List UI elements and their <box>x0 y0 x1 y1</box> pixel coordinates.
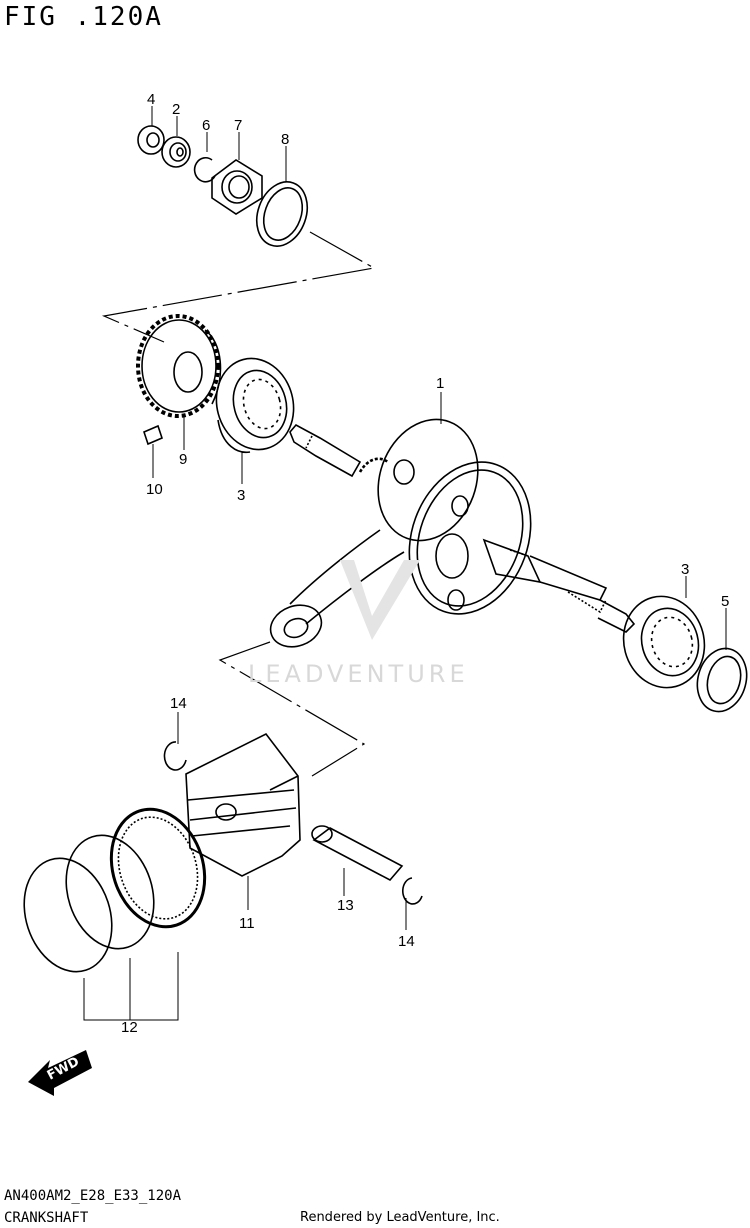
callout-4: 4 <box>147 91 155 108</box>
callout-3-left: 3 <box>237 487 245 504</box>
callout-2: 2 <box>172 101 180 118</box>
figure-title: FIG .120A <box>4 2 163 32</box>
callout-9: 9 <box>179 451 187 468</box>
callout-11: 11 <box>239 915 255 932</box>
callout-14-top: 14 <box>170 695 187 712</box>
part-oil-seal-5[interactable] <box>691 643 750 717</box>
model-code: AN400AM2_E28_E33_120A <box>4 1188 182 1204</box>
alignment-line-lower <box>218 641 366 777</box>
callout-13: 13 <box>337 897 354 914</box>
callout-12: 12 <box>121 1019 138 1036</box>
part-piston-ring-set-12[interactable] <box>10 797 219 983</box>
part-key-10[interactable] <box>143 424 163 446</box>
part-piston-pin-13[interactable] <box>311 825 404 882</box>
part-circlip-14-top[interactable] <box>163 741 187 771</box>
part-circlip-6[interactable] <box>193 157 216 183</box>
part-crankshaft-1[interactable] <box>265 405 636 653</box>
callout-6: 6 <box>202 117 210 134</box>
leader-lines <box>83 106 727 1021</box>
part-bearing-2[interactable] <box>161 136 191 168</box>
render-credit: Rendered by LeadVenture, Inc. <box>300 1210 500 1225</box>
part-circlip-14-bottom[interactable] <box>402 877 423 905</box>
alignment-line-upper <box>101 231 376 343</box>
callout-5: 5 <box>721 593 729 610</box>
callout-7: 7 <box>234 117 242 134</box>
leadventure-watermark: LEADVENTURE <box>248 560 469 688</box>
part-bearing-3-left[interactable] <box>206 350 303 459</box>
callout-labels: 1 2 3 3 4 5 6 7 8 9 10 11 12 13 14 14 <box>121 91 729 1036</box>
section-name: CRANKSHAFT <box>4 1210 89 1226</box>
part-bearing-3-right[interactable] <box>613 587 714 697</box>
part-gear-9[interactable] <box>136 314 222 418</box>
part-piston-11[interactable] <box>185 732 301 877</box>
watermark-text: LEADVENTURE <box>248 660 469 688</box>
part-nut-7[interactable] <box>211 159 263 215</box>
callout-3-right: 3 <box>681 561 689 578</box>
callout-1: 1 <box>436 375 444 392</box>
callout-14-bottom: 14 <box>398 933 415 950</box>
fwd-arrow-icon: FWD <box>28 1050 92 1096</box>
callout-10: 10 <box>146 481 163 498</box>
part-bearing-4[interactable] <box>137 125 165 155</box>
part-washer-8[interactable] <box>248 175 316 253</box>
callout-8: 8 <box>281 131 289 148</box>
